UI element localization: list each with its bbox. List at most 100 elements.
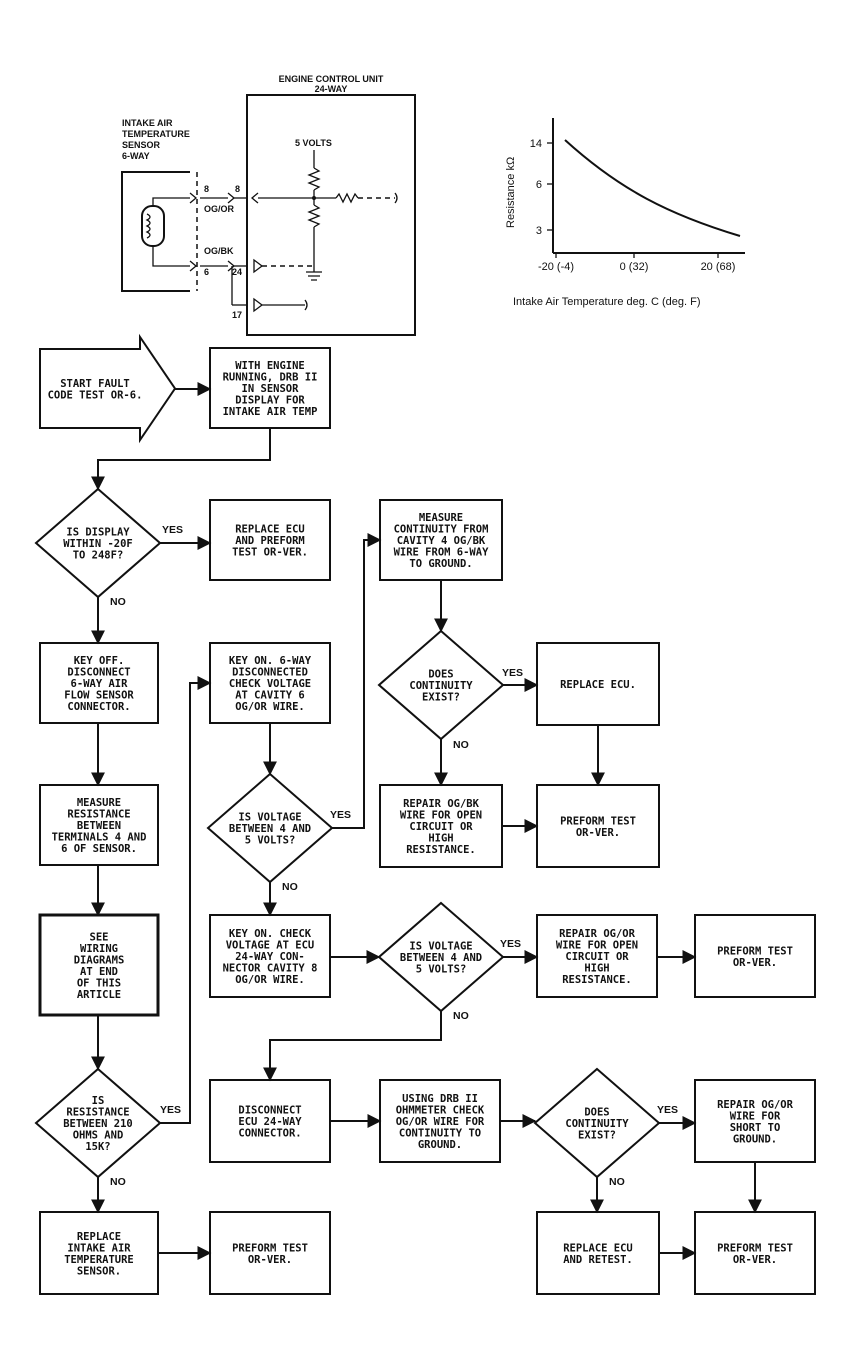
node-perform-c-text: OR-VER. <box>576 827 620 839</box>
node-using-drb-text: OG/OR WIRE FOR <box>396 1116 485 1128</box>
node-using-drb-text: OHMMETER CHECK <box>396 1105 485 1117</box>
node-key-on-ecu <box>209 914 331 998</box>
node-repair-short-text: GROUND. <box>733 1133 777 1145</box>
node-using-drb-text: CONTINUITY TO <box>399 1128 481 1140</box>
node-dec-display-text: IS DISPLAY <box>66 527 130 539</box>
node-key-on-6way-text: DISCONNECTED <box>232 667 308 679</box>
pin-8-ecu: 8 <box>235 184 240 194</box>
node-dec-volt1-text: IS VOLTAGE <box>238 812 301 824</box>
graph-y-label: Resistance kΩ <box>505 157 517 228</box>
no-label: NO <box>110 1176 126 1188</box>
node-perform-b-text: OR-VER. <box>733 957 777 969</box>
yes-label: YES <box>162 524 183 536</box>
node-measure-res-text: TERMINALS 4 AND <box>52 832 147 844</box>
node-disconnect-ecu <box>209 1079 331 1163</box>
node-start-text: START FAULT <box>60 378 130 390</box>
resistance-curve <box>564 139 741 237</box>
ecu-box <box>246 94 416 336</box>
node-dec-volt1-text: BETWEEN 4 AND <box>229 823 311 835</box>
node-disconnect-ecu-text: DISCONNECT <box>238 1105 301 1117</box>
node-key-off-text: KEY OFF. <box>74 655 125 667</box>
node-dec-volt1-text: 5 VOLTS? <box>245 835 296 847</box>
node-dec-cont2-text: DOES <box>584 1107 609 1119</box>
node-key-on-ecu-text: KEY ON. CHECK <box>229 928 312 940</box>
wire-og-or: OG/OR <box>204 204 235 214</box>
thermistor-icon <box>141 205 165 247</box>
graph-y-tick-label: 3 <box>536 225 542 237</box>
five-volts-label: 5 VOLTS <box>295 138 332 148</box>
node-see-wiring-text: ARTICLE <box>77 989 121 1001</box>
sensor-title-1: INTAKE AIR <box>122 118 173 128</box>
node-replace-sensor-text: INTAKE AIR <box>67 1242 131 1254</box>
node-perform-d-text: PREFORM TEST <box>717 1242 793 1254</box>
node-repair-short-text: WIRE FOR <box>730 1110 781 1122</box>
node-key-on-ecu-text: VOLTAGE AT ECU <box>226 940 315 952</box>
node-replace-ecu-ver-text: TEST OR-VER. <box>232 547 308 559</box>
node-replace-sensor-text: REPLACE <box>77 1231 121 1243</box>
node-replace-retest-text: AND RETEST. <box>563 1254 633 1266</box>
wiring-schematic: ENGINE CONTROL UNIT 24-WAY INTAKE AIR TE… <box>121 74 416 336</box>
node-perform-b-text: PREFORM TEST <box>717 945 793 957</box>
node-key-off <box>39 642 159 724</box>
graph-x-tick-label: 0 (32) <box>620 261 649 273</box>
node-dec-display-text: TO 248F? <box>73 550 124 562</box>
node-key-on-6way-text: OG/OR WIRE. <box>235 701 305 713</box>
pin-17-ecu: 17 <box>232 310 242 320</box>
node-replace-retest <box>536 1211 660 1295</box>
node-dec-cont1-text: DOES <box>428 669 453 681</box>
pin-24-ecu: 24 <box>232 267 242 277</box>
sensor-housing <box>121 171 190 292</box>
node-repair-open-or-text: HIGH <box>584 963 609 975</box>
no-label: NO <box>453 1010 469 1022</box>
node-step-ddl-text: RUNNING, DRB II <box>223 372 318 384</box>
node-see-wiring-text: WIRING <box>80 943 118 955</box>
node-see-wiring-text: OF THIS <box>77 977 121 989</box>
node-disconnect-ecu-text: ECU 24-WAY <box>238 1116 302 1128</box>
ecu-subtitle: 24-WAY <box>315 84 348 94</box>
node-repair-open-bk-text: HIGH <box>428 833 453 845</box>
graph-y-tick-label: 14 <box>530 138 542 150</box>
no-label: NO <box>609 1176 625 1188</box>
flow-connector <box>263 1011 442 1082</box>
node-key-off-text: 6-WAY AIR <box>71 678 129 690</box>
node-start <box>39 333 177 444</box>
node-repair-open-or-text: REPAIR OG/OR <box>559 928 636 940</box>
node-using-drb-text: GROUND. <box>418 1139 462 1151</box>
node-step-ddl-text: DISPLAY FOR <box>235 395 305 407</box>
sensor-title-3: SENSOR <box>122 140 161 150</box>
node-repair-open-or <box>536 914 658 998</box>
node-replace-ecu <box>536 642 660 726</box>
yes-label: YES <box>330 809 351 821</box>
node-key-on-ecu-text: 24-WAY CON- <box>235 951 305 963</box>
node-replace-ecu-ver <box>209 499 331 581</box>
node-using-drb <box>379 1079 501 1163</box>
node-start-text: CODE TEST OR-6. <box>48 389 143 401</box>
node-measure-res-text: RESISTANCE <box>67 809 130 821</box>
node-perform-a-text: PREFORM TEST <box>232 1242 308 1254</box>
graph-y-tick-label: 6 <box>536 179 542 191</box>
no-label: NO <box>282 881 298 893</box>
no-label: NO <box>453 739 469 751</box>
node-dec-volt2-text: IS VOLTAGE <box>409 941 472 953</box>
node-replace-retest-text: REPLACE ECU <box>563 1242 633 1254</box>
node-using-drb-text: USING DRB II <box>402 1093 478 1105</box>
node-measure-res-text: 6 OF SENSOR. <box>61 843 137 855</box>
node-dec-volt2-text: 5 VOLTS? <box>416 964 467 976</box>
node-repair-open-bk-text: WIRE FOR OPEN <box>400 810 482 822</box>
node-step-ddl-text: INTAKE AIR TEMP <box>223 406 318 418</box>
node-key-on-ecu-text: OG/OR WIRE. <box>235 974 305 986</box>
yes-label: YES <box>657 1104 678 1116</box>
wire-og-bk: OG/BK <box>204 246 234 256</box>
node-step-ddl-text: WITH ENGINE <box>235 360 305 372</box>
node-repair-open-or-text: CIRCUIT OR <box>565 951 629 963</box>
node-measure-cont-text: MEASURE <box>419 512 463 524</box>
node-measure-cont-text: TO GROUND. <box>409 558 472 570</box>
node-key-off-text: CONNECTOR. <box>67 701 130 713</box>
node-perform-d <box>694 1211 816 1295</box>
node-disconnect-ecu-text: CONNECTOR. <box>238 1128 301 1140</box>
pin-8-sensor: 8 <box>204 184 209 194</box>
node-dec-resist-text: OHMS AND <box>73 1130 124 1142</box>
sensor-title-2: TEMPERATURE <box>122 129 190 139</box>
node-replace-sensor-text: SENSOR. <box>77 1265 121 1277</box>
